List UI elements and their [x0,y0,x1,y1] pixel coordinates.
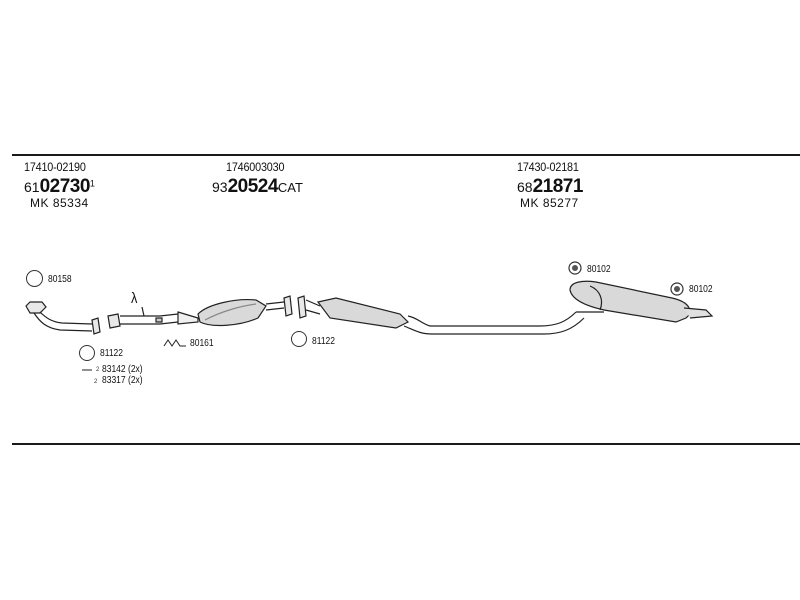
intermediate-pipe [107,306,199,329]
gasket-81122-mid-label: 81122 [312,336,336,347]
hanger-80102-b-icon [670,282,684,296]
nut-qty: 2 [94,379,98,385]
catalyst-oem-number: 1746003030 [226,160,285,174]
rear-silencer-code-main: 21871 [532,176,584,197]
hanger-80102-b-label: 80102 [689,284,713,295]
front-pipe-oem-number: 17410-02190 [24,160,86,174]
hanger-80102-a-label: 80102 [587,264,611,275]
front-pipe-code-main: 02730 [39,176,91,197]
middle-silencer [297,295,585,335]
gasket-80158-icon [26,270,43,287]
front-pipe-code-prefix: 61 [24,179,40,195]
front-pipe [25,301,101,335]
hanger-80102-a-icon [568,261,582,275]
bolt-83142-label: 83142 (2x) [102,364,143,375]
rear-silencer-oem-number: 17430-02181 [517,160,579,174]
lambda-bracket [163,339,186,347]
bottom-divider [12,443,800,445]
catalyst-code-main: 20524 [227,176,279,197]
front-pipe-code: 61027301 [24,176,95,198]
top-divider [12,154,800,156]
rear-silencer-code-prefix: 68 [517,179,533,195]
rear-silencer-code: 6821871 [517,176,583,198]
gasket-81122-mid-icon [291,331,307,347]
front-pipe-code-mark: 1 [89,178,95,189]
bolt-qty: 2 [96,367,100,373]
nut-83317-label: 83317 (2x) [102,375,143,386]
catalyst-code-prefix: 93 [212,179,228,195]
clamp-80161-label: 80161 [190,338,214,349]
rear-silencer [569,280,714,323]
rear-silencer-mount-kit: MK 85277 [520,196,579,210]
gasket-81122-left-icon [79,345,95,361]
catalyst-code: 9320524CAT [212,176,303,198]
catalytic-converter [197,295,293,327]
gasket-81122-left-label: 81122 [100,348,124,359]
gasket-80158-label: 80158 [48,274,72,285]
front-pipe-mount-kit: MK 85334 [30,196,89,210]
catalyst-code-suffix: CAT [277,180,303,195]
lambda-sensor-symbol: λ [131,290,138,307]
